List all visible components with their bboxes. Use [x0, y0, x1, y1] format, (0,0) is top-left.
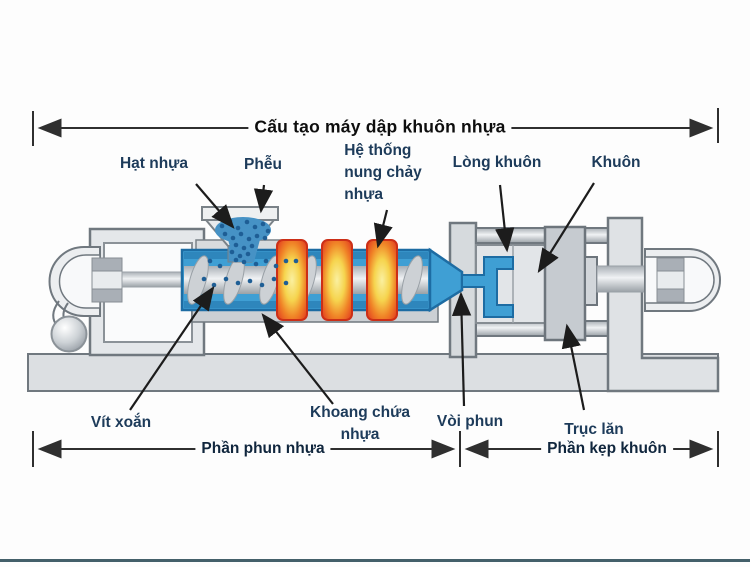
heater-bands: [276, 239, 398, 321]
arrow-khoang-chua: [261, 313, 334, 405]
injection-cylinder-cap: [48, 246, 101, 317]
rear-platen: [606, 216, 720, 393]
arrow-long-khuon: [495, 184, 515, 253]
arrow-hat-nhua: [195, 183, 235, 229]
arrow-vit-xoan: [129, 285, 215, 411]
arrow-he-thong: [373, 209, 393, 249]
tie-bar-top: [475, 227, 610, 244]
clamp-piston: [656, 257, 685, 303]
hydraulic-ball-accumulator: [50, 300, 88, 353]
injection-piston: [91, 257, 123, 303]
bottom-rule: [0, 559, 750, 562]
arrow-pheu: [253, 184, 274, 214]
screw-drive-rod: [121, 271, 189, 288]
callout-arrows: [129, 182, 595, 411]
arrow-voi-phun: [451, 291, 472, 407]
arrow-truc-lan: [561, 323, 586, 411]
arrow-khuon: [537, 182, 595, 274]
mold-cavity: [461, 256, 514, 318]
